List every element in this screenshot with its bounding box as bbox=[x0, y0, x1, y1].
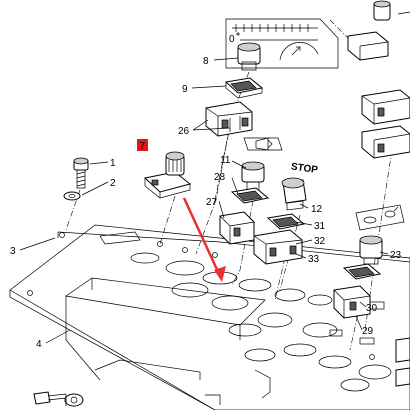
callout-labels: 1 2 3 4 8 9 26 11 28 27 12 31 32 33 23 3… bbox=[10, 56, 402, 350]
horn-icon-plate bbox=[243, 137, 283, 151]
part-32-switch-block bbox=[253, 229, 303, 265]
callout-8: 8 bbox=[203, 56, 209, 67]
callout-2: 2 bbox=[110, 178, 116, 189]
part-29-switch bbox=[333, 285, 371, 319]
callout-26: 26 bbox=[178, 126, 190, 137]
right-switch-blocks bbox=[347, 0, 410, 387]
callout-29: 29 bbox=[362, 326, 374, 337]
callout-12: 12 bbox=[311, 204, 323, 215]
part-30-lens bbox=[342, 263, 382, 280]
part-7-rotary-switch bbox=[143, 151, 192, 199]
highlight-callout-7: 7 bbox=[137, 139, 148, 152]
part-23-knob bbox=[359, 235, 383, 265]
callout-32: 32 bbox=[314, 236, 326, 247]
callout-33: 33 bbox=[308, 254, 320, 265]
callout-27: 27 bbox=[206, 197, 218, 208]
callout-23: 23 bbox=[390, 250, 402, 261]
part-1-screw bbox=[73, 157, 89, 189]
part-28-lens bbox=[230, 187, 270, 204]
callout-4: 4 bbox=[36, 339, 42, 350]
part-2-washer bbox=[63, 191, 81, 201]
part-26-switch-block bbox=[205, 101, 253, 137]
callout-9: 9 bbox=[182, 84, 188, 95]
part-9-lens bbox=[224, 77, 264, 99]
callout-7: 7 bbox=[140, 141, 146, 152]
bottom-bolt bbox=[33, 391, 84, 407]
part-8-knob bbox=[237, 42, 261, 71]
callout-11: 11 bbox=[220, 155, 231, 166]
gauge-panel: 0 bbox=[225, 18, 339, 69]
callout-1: 1 bbox=[110, 158, 116, 169]
part-12-stop-knob bbox=[281, 177, 307, 211]
part-31-lens bbox=[266, 213, 306, 230]
part-11-knob bbox=[241, 161, 265, 191]
leader-lines bbox=[19, 57, 389, 344]
speed-icon-plate bbox=[355, 204, 405, 231]
callout-30: 30 bbox=[366, 303, 378, 314]
highlight-box bbox=[137, 139, 148, 151]
red-pointer-arrow-icon bbox=[182, 197, 226, 282]
gauge-zero-label: 0 bbox=[229, 34, 235, 45]
part-27-switch bbox=[219, 211, 255, 245]
panel-plate bbox=[9, 224, 410, 410]
callout-31: 31 bbox=[314, 221, 326, 232]
callout-28: 28 bbox=[214, 172, 226, 183]
stop-label: STOP bbox=[290, 161, 319, 176]
callout-3: 3 bbox=[10, 246, 16, 257]
